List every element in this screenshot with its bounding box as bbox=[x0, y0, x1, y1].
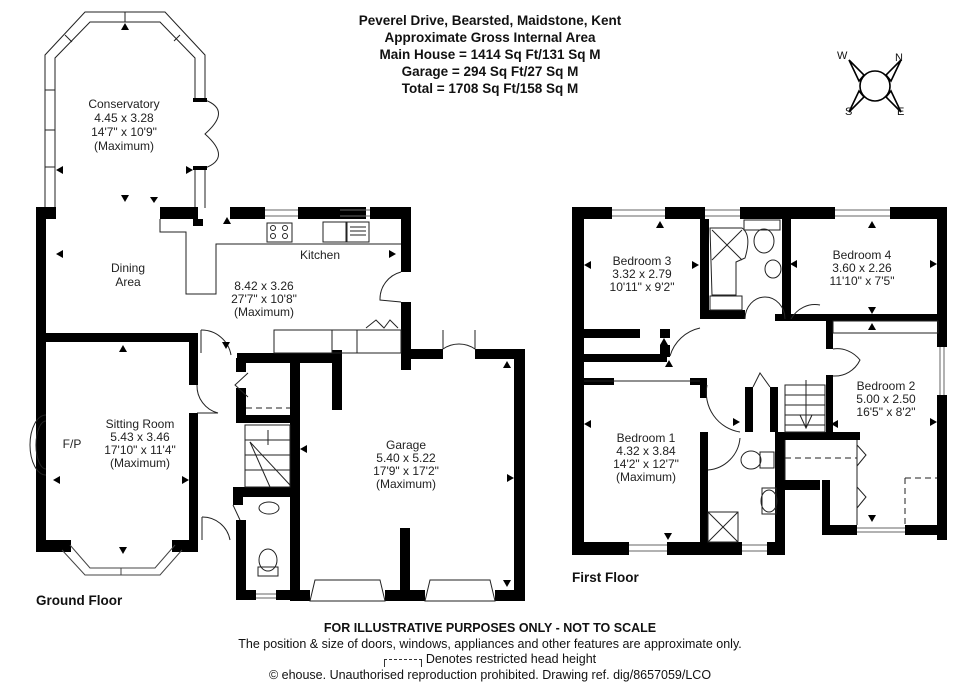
dining-area-label: Dining Area bbox=[111, 261, 145, 289]
legend: Denotes restricted head height bbox=[0, 652, 980, 668]
compass-rose-icon: W N S E bbox=[835, 50, 930, 125]
svg-text:10'11" x 9'2": 10'11" x 9'2" bbox=[610, 280, 675, 294]
disclaimer: FOR ILLUSTRATIVE PURPOSES ONLY - NOT TO … bbox=[323, 621, 657, 635]
ground-floor-plan bbox=[29, 11, 525, 602]
bedroom4-label: Bedroom 4 3.60 x 2.26 11'10" x 7'5" bbox=[830, 248, 895, 288]
svg-text:5.00 x 2.50: 5.00 x 2.50 bbox=[856, 392, 916, 406]
svg-text:3.32 x 2.79: 3.32 x 2.79 bbox=[612, 267, 672, 281]
svg-text:5.43 x 3.46: 5.43 x 3.46 bbox=[110, 430, 170, 444]
first-floor-plan bbox=[572, 207, 947, 555]
svg-text:(Maximum): (Maximum) bbox=[234, 305, 294, 319]
svg-text:Dining: Dining bbox=[111, 261, 145, 275]
svg-text:Garage: Garage bbox=[386, 438, 426, 452]
svg-text:8.42 x 3.26: 8.42 x 3.26 bbox=[234, 279, 294, 293]
fireplace-label: F/P bbox=[63, 437, 82, 451]
svg-text:Conservatory: Conservatory bbox=[88, 97, 159, 111]
first-walls bbox=[572, 207, 947, 555]
plan-header: Peverel Drive, Bearsted, Maidstone, Kent… bbox=[0, 12, 980, 97]
svg-text:Bedroom 4: Bedroom 4 bbox=[833, 248, 892, 262]
svg-text:Area: Area bbox=[115, 275, 141, 289]
garage-area: Garage = 294 Sq Ft/27 Sq M bbox=[401, 64, 579, 79]
plan-footer: FOR ILLUSTRATIVE PURPOSES ONLY - NOT TO … bbox=[0, 621, 980, 683]
svg-text:16'5" x 8'2": 16'5" x 8'2" bbox=[856, 405, 915, 419]
first-floor-label: First Floor bbox=[572, 570, 639, 585]
compass-n: N bbox=[895, 52, 903, 64]
svg-text:14'2" x 12'7": 14'2" x 12'7" bbox=[613, 457, 679, 471]
compass-e: E bbox=[897, 106, 905, 118]
address-title: Peverel Drive, Bearsted, Maidstone, Kent bbox=[358, 13, 622, 28]
ground-floor-label: Ground Floor bbox=[36, 593, 123, 608]
svg-text:(Maximum): (Maximum) bbox=[94, 139, 154, 153]
svg-text:27'7" x 10'8": 27'7" x 10'8" bbox=[231, 292, 297, 306]
svg-text:Bedroom 1: Bedroom 1 bbox=[617, 431, 676, 445]
measurement-arrows bbox=[53, 23, 937, 587]
svg-text:(Maximum): (Maximum) bbox=[376, 477, 436, 491]
svg-text:Sitting Room: Sitting Room bbox=[106, 417, 175, 431]
svg-text:14'7" x 10'9": 14'7" x 10'9" bbox=[91, 125, 157, 139]
svg-text:Bedroom 2: Bedroom 2 bbox=[857, 379, 916, 393]
svg-text:5.40 x 5.22: 5.40 x 5.22 bbox=[376, 451, 436, 465]
svg-text:4.45 x 3.28: 4.45 x 3.28 bbox=[94, 111, 154, 125]
fireplace-icon bbox=[29, 414, 47, 476]
svg-text:4.32 x 3.84: 4.32 x 3.84 bbox=[616, 444, 676, 458]
bedroom2-label: Bedroom 2 5.00 x 2.50 16'5" x 8'2" bbox=[856, 379, 916, 419]
svg-text:(Maximum): (Maximum) bbox=[616, 470, 676, 484]
main-house-area: Main House = 1414 Sq Ft/131 Sq M bbox=[379, 47, 601, 62]
garage-label: Garage 5.40 x 5.22 17'9" x 17'2" (Maximu… bbox=[373, 438, 439, 491]
svg-text:3.60 x 2.26: 3.60 x 2.26 bbox=[832, 261, 892, 275]
svg-text:11'10" x 7'5": 11'10" x 7'5" bbox=[830, 274, 895, 288]
svg-text:17'9" x 17'2": 17'9" x 17'2" bbox=[373, 464, 439, 478]
svg-text:Kitchen: Kitchen bbox=[300, 248, 340, 262]
restricted-height-legend-icon bbox=[383, 658, 422, 667]
bedroom1-label: Bedroom 1 4.32 x 3.84 14'2" x 12'7" (Max… bbox=[613, 431, 679, 484]
conservatory-frame bbox=[44, 11, 219, 208]
area-subtitle: Approximate Gross Internal Area bbox=[384, 30, 596, 45]
compass-s: S bbox=[845, 106, 853, 118]
kitchen-label: Kitchen 8.42 x 3.26 27'7" x 10'8" (Maxim… bbox=[231, 248, 340, 319]
svg-text:(Maximum): (Maximum) bbox=[110, 456, 170, 470]
compass-graphic bbox=[848, 59, 902, 113]
svg-text:17'10" x 11'4": 17'10" x 11'4" bbox=[104, 443, 176, 457]
svg-text:Bedroom 3: Bedroom 3 bbox=[613, 254, 672, 268]
ground-walls bbox=[36, 207, 525, 601]
sitting-room-label: Sitting Room 5.43 x 3.46 17'10" x 11'4" … bbox=[63, 417, 176, 470]
copyright: © ehouse. Unauthorised reproduction proh… bbox=[268, 667, 712, 682]
bedroom3-label: Bedroom 3 3.32 x 2.79 10'11" x 9'2" bbox=[610, 254, 675, 294]
approximation-note: The position & size of doors, windows, a… bbox=[238, 636, 742, 651]
compass-w: W bbox=[837, 50, 848, 62]
total-area: Total = 1708 Sq Ft/158 Sq M bbox=[401, 81, 579, 96]
legend-text: Denotes restricted head height bbox=[425, 652, 597, 666]
conservatory-label: Conservatory 4.45 x 3.28 14'7" x 10'9" (… bbox=[88, 97, 159, 153]
